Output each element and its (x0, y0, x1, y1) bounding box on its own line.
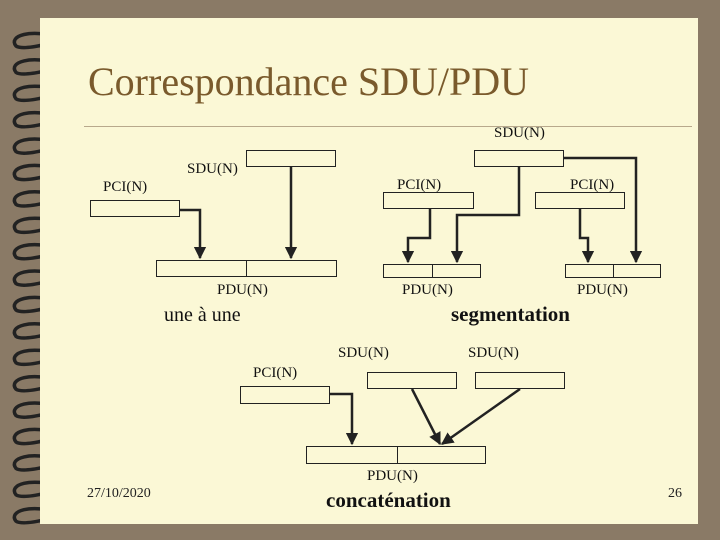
arrow-sdu1-to-pdu-concat (412, 389, 440, 444)
arrow-pci-to-pdu-seg-2 (580, 209, 588, 262)
arrow-sdu-to-pdu-seg-1 (457, 167, 519, 262)
slide-page-number: 26 (668, 486, 682, 502)
arrow-sdu-to-pdu-seg-2 (564, 158, 636, 262)
arrow-pci-to-pdu (180, 210, 200, 258)
slide-date: 27/10/2020 (87, 486, 151, 502)
arrow-pci-to-pdu-seg-1 (408, 209, 430, 262)
arrow-sdu2-to-pdu-concat (442, 389, 520, 444)
arrow-pci-to-pdu-concat (330, 394, 352, 444)
